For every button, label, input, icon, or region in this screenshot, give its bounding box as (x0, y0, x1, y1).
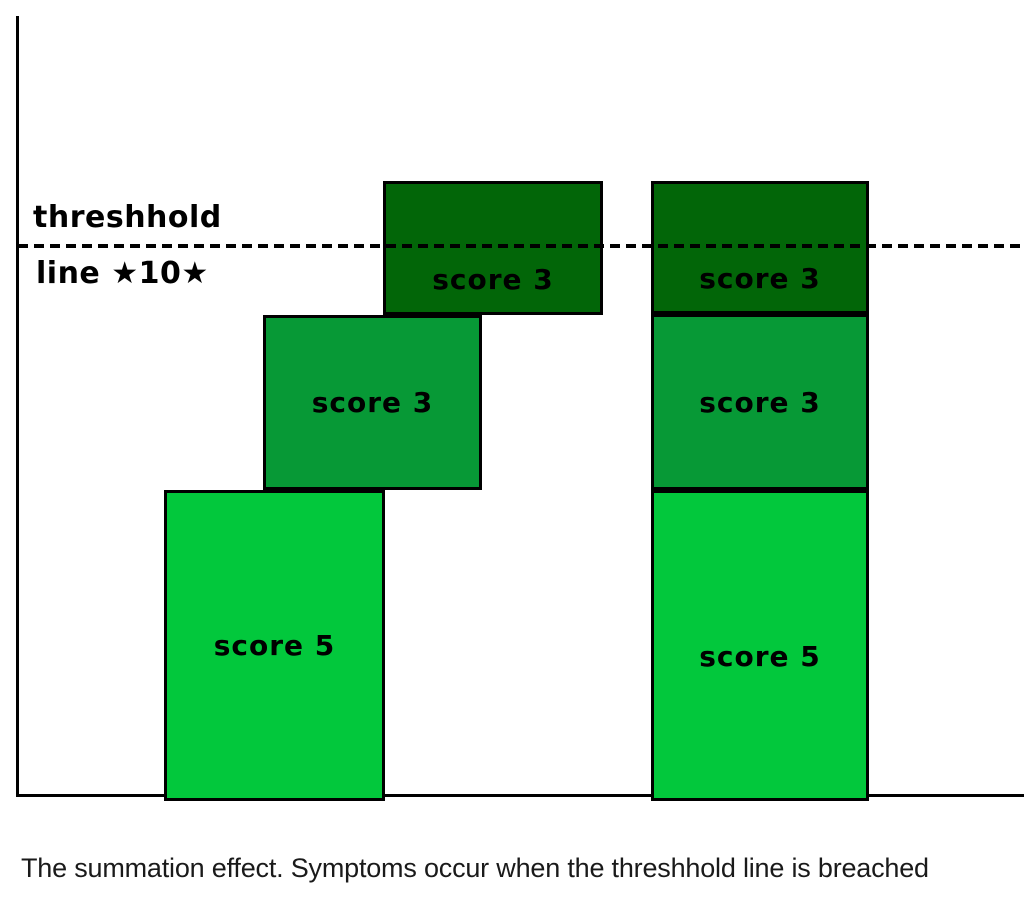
threshold-label-line-2: line ★10★ (36, 256, 209, 291)
threshold-label-line-1: threshhold (33, 200, 222, 235)
score-label: score 5 (213, 629, 336, 662)
left-stack-score-3-middle-box: score 3 (263, 315, 482, 490)
figure-caption: The summation effect. Symptoms occur whe… (21, 853, 929, 883)
score-label: score 3 (699, 385, 821, 419)
score-label: score 5 (699, 640, 821, 673)
threshold-dashed-line (18, 244, 1024, 248)
left-stack-score-5-box: score 5 (164, 490, 385, 801)
right-stack-score-5-box: score 5 (651, 490, 869, 801)
score-label: score 3 (699, 262, 821, 295)
right-stack-score-3-middle-box: score 3 (651, 314, 869, 490)
score-label: score 3 (311, 386, 434, 419)
score-label: score 3 (432, 262, 554, 296)
left-stack-score-3-top-box: score 3 (383, 181, 603, 315)
y-axis-line (16, 16, 19, 797)
x-axis-line (16, 794, 1024, 797)
